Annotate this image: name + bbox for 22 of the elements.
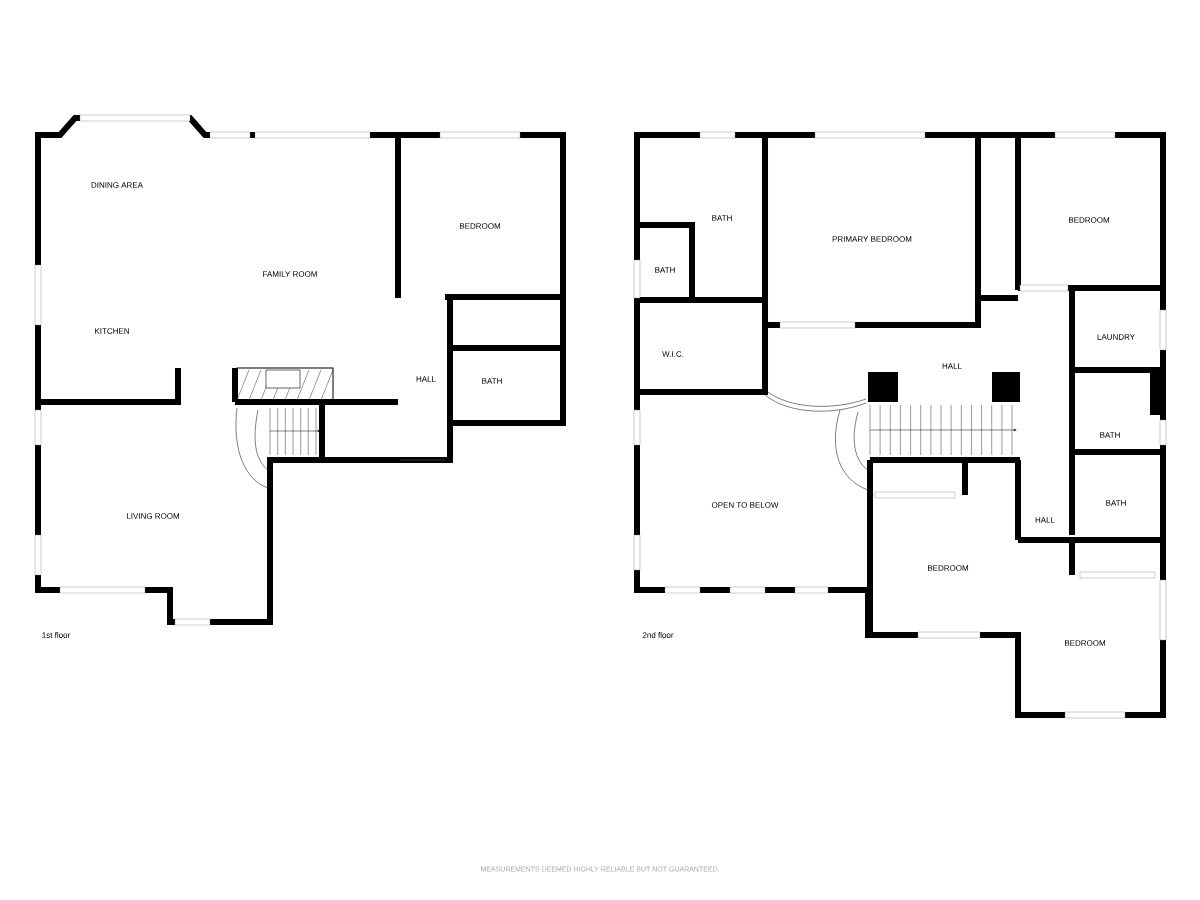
- room-label: BATH: [1106, 500, 1126, 506]
- room-label: KITCHEN: [95, 328, 129, 334]
- room-label: BATH: [655, 267, 675, 273]
- room-label: FAMILY ROOM: [263, 271, 317, 277]
- room-label: HALL: [942, 363, 962, 369]
- room-label: LAUNDRY: [1097, 334, 1135, 340]
- room-label: PRIMARY BEDROOM: [832, 236, 912, 242]
- room-label: BEDROOM: [1069, 217, 1109, 223]
- room-label: BEDROOM: [928, 565, 968, 571]
- room-label: HALL: [416, 376, 436, 382]
- floor-label: 2nd floor: [642, 632, 674, 638]
- floor-label: 1st floor: [42, 632, 71, 638]
- room-label: BATH: [482, 378, 502, 384]
- room-label: LIVING ROOM: [127, 513, 179, 519]
- room-label: BATH: [1100, 432, 1120, 438]
- room-label: BATH: [712, 215, 732, 221]
- room-label: BEDROOM: [460, 223, 500, 229]
- room-label: HALL: [1035, 517, 1055, 523]
- room-label: OPEN TO BELOW: [711, 502, 779, 508]
- room-label: W.I.C.: [662, 351, 684, 357]
- room-label: BEDROOM: [1065, 640, 1105, 646]
- room-label: DINING AREA: [91, 182, 143, 188]
